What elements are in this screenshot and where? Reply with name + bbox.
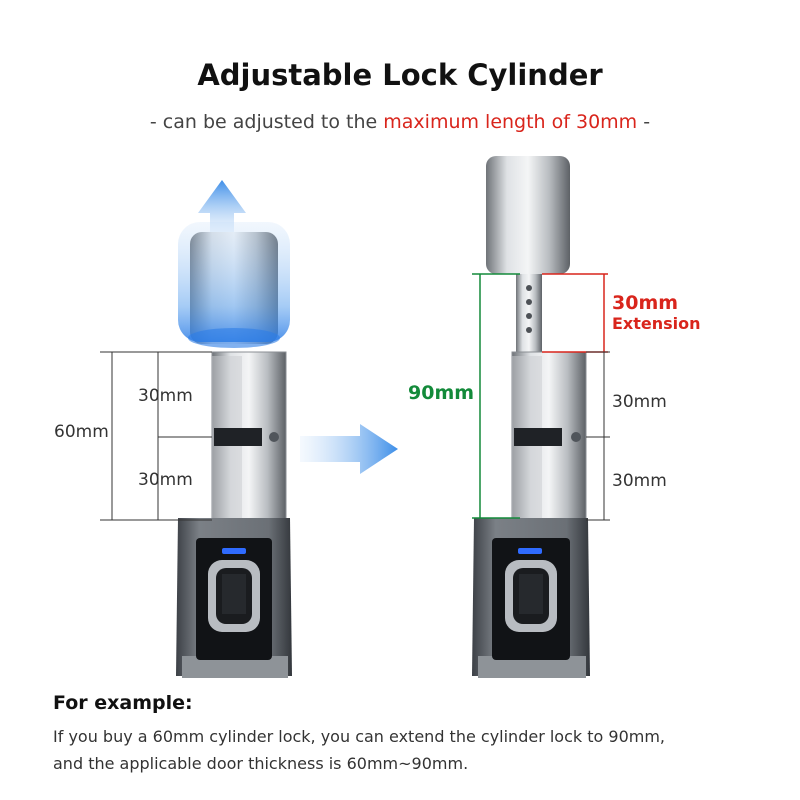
right-dimension-lines (586, 351, 610, 521)
right-lower-label: 30mm (612, 471, 667, 491)
left-dimension-lines (100, 351, 212, 521)
right-upper-label: 30mm (612, 392, 667, 412)
extension-value: 30mm (612, 292, 679, 314)
subtitle-highlight: maximum length of 30mm (383, 111, 638, 133)
left-lower-label: 30mm (138, 470, 193, 490)
example-body: If you buy a 60mm cylinder lock, you can… (53, 723, 773, 777)
left-total-label: 60mm (54, 422, 109, 442)
subtitle-prefix: - can be adjusted to the (149, 111, 384, 133)
extension-label: Extension (612, 314, 701, 333)
example-heading: For example: (53, 692, 193, 714)
indicator-light (222, 548, 246, 554)
right-arrow-icon (300, 424, 398, 474)
fingerprint-icon (222, 574, 246, 614)
up-arrow-icon (198, 180, 246, 235)
right-total-label: 90mm (408, 382, 475, 404)
example-line-2: and the applicable door thickness is 60m… (53, 754, 469, 773)
left-lock (176, 180, 292, 678)
subtitle-suffix: - (637, 111, 651, 133)
left-upper-label: 30mm (138, 386, 193, 406)
extension-block: 30mm Extension (612, 292, 701, 333)
extension-dimension-lines (542, 273, 608, 353)
example-line-1: If you buy a 60mm cylinder lock, you can… (53, 727, 666, 746)
right-lock (472, 156, 590, 678)
total-dimension-lines (472, 273, 520, 519)
page-title: Adjustable Lock Cylinder (197, 58, 603, 92)
page-subtitle: - can be adjusted to the maximum length … (0, 111, 800, 133)
